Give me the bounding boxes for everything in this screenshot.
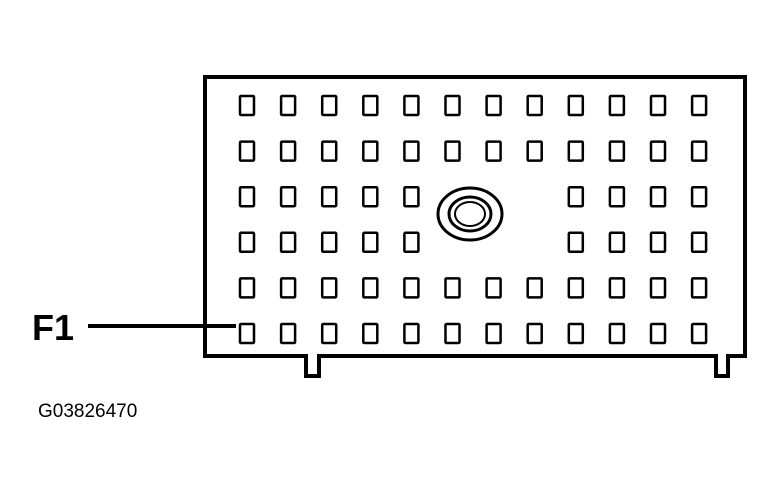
terminal-cavity-r1-c12 [690, 94, 708, 117]
terminal-cavity-r6-c9 [567, 322, 585, 345]
terminal-cavity-r6-c7 [485, 322, 502, 345]
terminal-cavity-r5-c12 [690, 277, 708, 299]
terminal-cavity-r3-c5 [403, 185, 420, 208]
terminal-cavity-r2-c11 [649, 140, 667, 162]
terminal-cavity-r1-c9 [567, 94, 585, 117]
terminal-cavity-r5-c6 [444, 277, 461, 299]
terminal-cavity-r4-c5 [403, 231, 420, 254]
terminal-cavity-r3-c1 [238, 185, 256, 208]
terminal-cavity-r6-c4 [362, 322, 379, 345]
terminal-cavity-r5-c9 [567, 277, 585, 299]
terminal-cavity-r5-c11 [649, 277, 667, 299]
terminal-cavity-r2-c10 [608, 140, 626, 162]
terminal-cavity-r3-c9 [567, 185, 585, 208]
terminal-cavity-r1-c5 [403, 94, 420, 117]
terminal-cavity-r6-c12 [690, 322, 708, 345]
terminal-cavity-r4-c11 [649, 231, 667, 254]
terminal-cavity-r3-c10 [608, 185, 626, 208]
terminal-cavity-r3-c3 [320, 185, 338, 208]
terminal-cavity-r6-c2 [279, 322, 297, 345]
terminal-cavity-r1-c1 [238, 94, 256, 117]
terminal-cavity-r1-c2 [279, 94, 297, 117]
terminal-cavity-r5-c8 [526, 277, 543, 299]
terminal-cavity-r2-c1 [238, 140, 256, 162]
terminal-cavity-r6-c5 [403, 322, 420, 345]
terminal-cavity-r2-c6 [444, 140, 461, 162]
terminal-cavity-r6-c1 [238, 322, 256, 345]
terminal-cavity-r5-c2 [279, 277, 297, 299]
terminal-cavity-r1-c10 [608, 94, 626, 117]
terminal-cavity-r1-c11 [649, 94, 667, 117]
terminal-cavity-r6-c8 [526, 322, 543, 345]
figure-id: G03826470 [38, 401, 138, 422]
terminal-cavity-r3-c11 [649, 185, 667, 208]
terminal-cavity-r2-c12 [690, 140, 708, 162]
terminal-cavity-r2-c7 [485, 140, 502, 162]
terminal-cavity-r3-c2 [279, 185, 297, 208]
terminal-cavity-r5-c4 [362, 277, 379, 299]
terminal-cavity-r2-c3 [320, 140, 338, 162]
center-mounting-boss [436, 186, 504, 242]
terminal-cavity-r4-c12 [690, 231, 708, 254]
terminal-cavity-r1-c4 [362, 94, 379, 117]
terminal-cavity-r6-c10 [608, 322, 626, 345]
terminal-cavity-r2-c5 [403, 140, 420, 162]
terminal-cavity-r3-c4 [362, 185, 379, 208]
terminal-cavity-r5-c3 [320, 277, 338, 299]
terminal-cavity-r6-c11 [649, 322, 667, 345]
terminal-cavity-r2-c4 [362, 140, 379, 162]
terminal-cavity-r5-c5 [403, 277, 420, 299]
terminal-cavity-r6-c3 [320, 322, 338, 345]
terminal-cavity-r4-c3 [320, 231, 338, 254]
terminal-cavity-r3-c12 [690, 185, 708, 208]
terminal-cavity-r4-c9 [567, 231, 585, 254]
terminal-cavity-r4-c2 [279, 231, 297, 254]
terminal-cavity-r2-c9 [567, 140, 585, 162]
terminal-cavity-r4-c10 [608, 231, 626, 254]
terminal-cavity-r1-c6 [444, 94, 461, 117]
terminal-cavity-r1-c8 [526, 94, 543, 117]
terminal-cavity-r6-c6 [444, 322, 461, 345]
terminal-cavity-r4-c1 [238, 231, 256, 254]
terminal-cavity-r1-c3 [320, 94, 338, 117]
terminal-cavity-r5-c10 [608, 277, 626, 299]
terminal-cavities [238, 94, 708, 345]
terminal-cavity-r5-c7 [485, 277, 502, 299]
terminal-cavity-r2-c8 [526, 140, 543, 162]
terminal-cavity-r4-c4 [362, 231, 379, 254]
terminal-cavity-r5-c1 [238, 277, 256, 299]
terminal-cavity-r2-c2 [279, 140, 297, 162]
f1-callout-label: F1 [32, 307, 75, 348]
terminal-cavity-r1-c7 [485, 94, 502, 117]
